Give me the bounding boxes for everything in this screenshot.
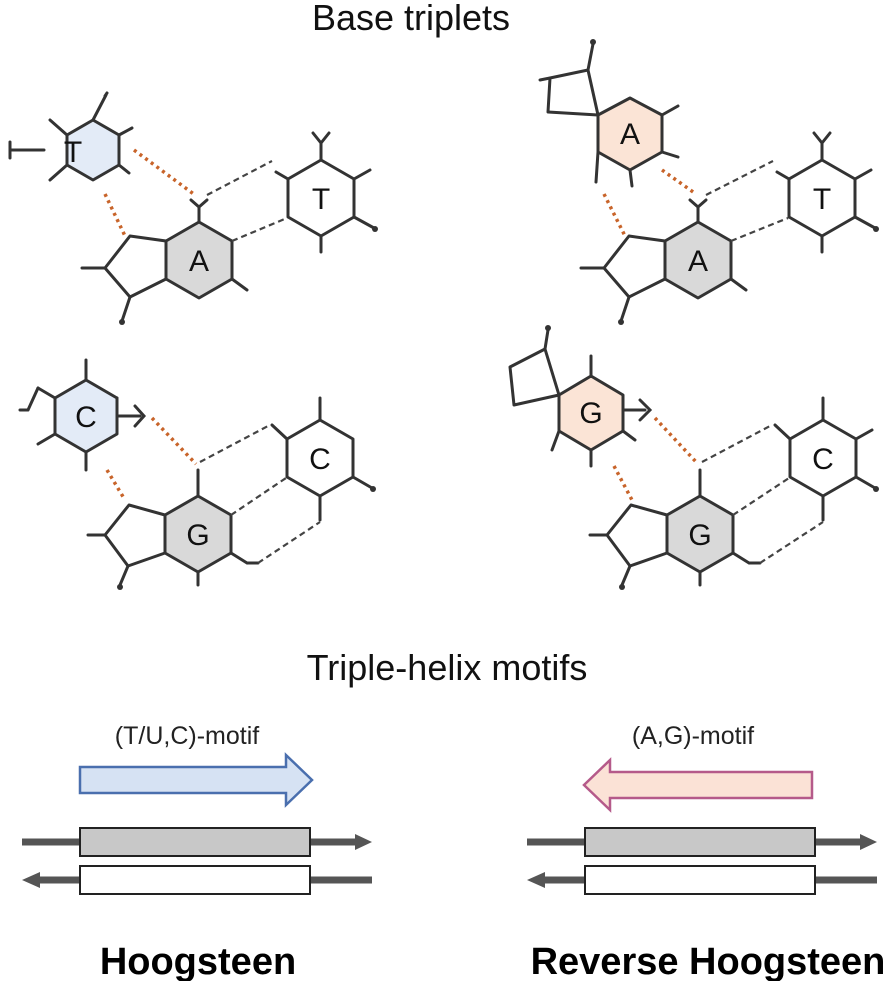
purine-base-g: G [86, 468, 260, 590]
watson-crick-base-label: T [813, 183, 831, 216]
base-triplets-heading: Base triplets [312, 0, 510, 38]
watson-crick-base-c: C [773, 396, 879, 522]
pyrimidine-strand-box [79, 865, 311, 895]
third-strand-arrow-right [78, 752, 314, 808]
hoogsteen-base-t: T [8, 91, 134, 182]
purine-base-g: G [588, 468, 762, 590]
watson-crick-base-t: T [274, 131, 378, 254]
purine-strand-box [79, 827, 311, 857]
hoogsteen-base-a: A [538, 39, 680, 188]
purine-strand-box [584, 827, 816, 857]
pyrimidine-strand-box [584, 865, 816, 895]
watson-crick-base-label: C [309, 443, 331, 476]
duplex-strands [527, 827, 877, 895]
purine-base-label: A [189, 245, 209, 278]
hoogsteen-base-label: C [75, 401, 97, 434]
triplet-aat: A A T [538, 39, 879, 325]
motif-caption: Reverse Hoogsteen [531, 941, 886, 981]
watson-crick-base-t: T [775, 131, 879, 254]
purine-base-a: A [579, 198, 748, 325]
watson-crick-base-label: C [812, 443, 834, 476]
motif-label: (A,G)-motif [632, 722, 754, 750]
purine-base-label: G [186, 519, 209, 552]
motif-label: (T/U,C)-motif [115, 722, 259, 750]
motif-hoogsteen: (T/U,C)-motif Hoogsteen [22, 722, 372, 981]
third-strand-arrow-left [582, 757, 814, 813]
watson-crick-base-c: C [270, 396, 376, 522]
hoogsteen-base-label: G [579, 397, 602, 430]
purine-base-label: G [688, 519, 711, 552]
triple-helix-motifs-heading: Triple-helix motifs [307, 647, 588, 688]
hoogsteen-base-g: G [508, 325, 653, 468]
triplet-tat: T A T [8, 91, 378, 325]
watson-crick-base-label: T [312, 183, 330, 216]
triplet-ggc: G G C [508, 325, 879, 590]
hoogsteen-base-label: A [620, 118, 640, 151]
triplet-cgc: C G C [18, 358, 376, 590]
hoogsteen-base-label: T [64, 136, 82, 169]
purine-base-a: A [80, 198, 249, 325]
purine-base-label: A [688, 245, 708, 278]
hoogsteen-base-c: C [18, 358, 147, 472]
duplex-strands [22, 827, 372, 895]
motif-reverse-hoogsteen: (A,G)-motif Reverse Hoogsteen [527, 722, 885, 981]
motif-caption: Hoogsteen [100, 941, 296, 981]
